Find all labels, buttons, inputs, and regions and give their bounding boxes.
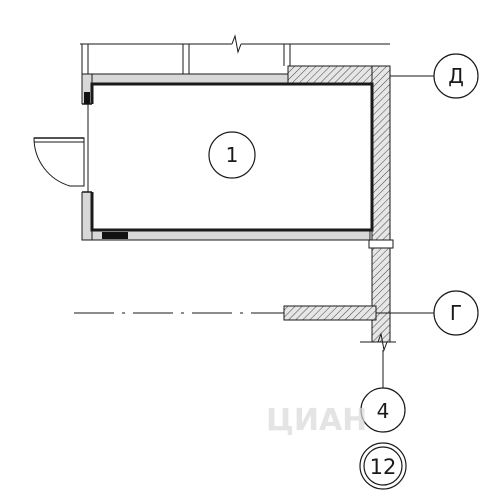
dark-blocks xyxy=(84,92,128,239)
wall-break xyxy=(360,332,396,352)
axis-12-label: 12 xyxy=(370,455,397,479)
axis-d: Д xyxy=(390,53,479,99)
wall-joint xyxy=(368,239,394,249)
axis-d-label: Д xyxy=(448,64,464,88)
room-tag: 1 xyxy=(208,131,256,179)
axis-g: Г xyxy=(74,290,479,336)
top-wall-continuation xyxy=(80,34,390,78)
watermark: ЦИАН xyxy=(266,403,367,438)
hatched-walls xyxy=(283,65,391,343)
door-swing xyxy=(33,137,85,187)
axis-g-label: Г xyxy=(450,301,462,325)
axis-12-ref: 12 xyxy=(359,442,407,490)
axis-4: 4 xyxy=(360,350,406,433)
room-number: 1 xyxy=(226,143,239,167)
axis-4-label: 4 xyxy=(377,399,390,423)
watermark-text: ЦИАН xyxy=(266,403,367,438)
